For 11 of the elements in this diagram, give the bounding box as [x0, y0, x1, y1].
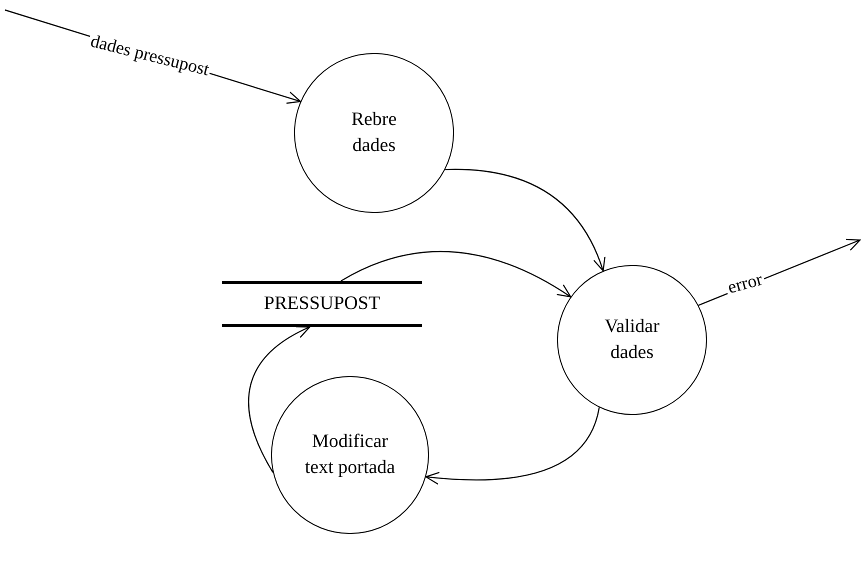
- process-circle: [557, 265, 707, 415]
- process-circle: [294, 53, 454, 213]
- arrow: [445, 168, 605, 272]
- node-label: PRESSUPOST: [264, 292, 380, 316]
- node-label: Rebre dades: [350, 108, 398, 158]
- arrow: [248, 326, 310, 473]
- node-label: Validar dades: [604, 315, 660, 365]
- arrow: [340, 251, 572, 298]
- data-store: [222, 281, 422, 327]
- process-circle: [271, 376, 429, 534]
- node-label: Modificar text portada: [304, 430, 396, 480]
